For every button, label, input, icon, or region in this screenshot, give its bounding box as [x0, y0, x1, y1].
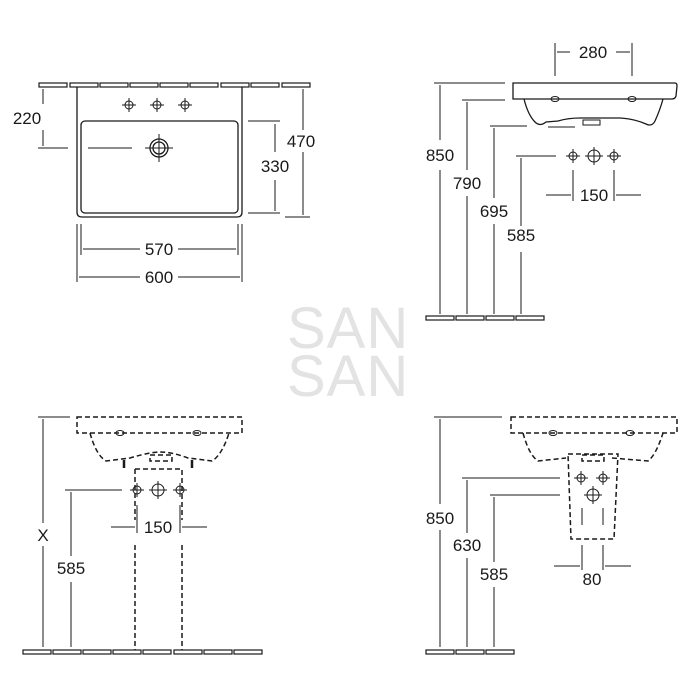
watermark-line-1: SAN: [287, 296, 409, 361]
dim-overflow-spacing: 280: [579, 43, 607, 62]
dim-supply-spacing: 80: [583, 570, 602, 589]
drain-icon: [145, 134, 173, 162]
supply-holes: [574, 471, 610, 504]
top-view: 220 330 470 570 600: [13, 82, 315, 287]
watermark-line-2: SAN: [287, 344, 409, 409]
floor-tiles: [22, 649, 263, 655]
dim-overall-width: 600: [145, 268, 173, 287]
dim-waste-height: 630: [453, 536, 481, 555]
floor-tiles: [425, 649, 515, 655]
dim-trap-height: 695: [480, 202, 508, 221]
side-view: 280 150 850 790 695 585: [425, 43, 678, 321]
dim-overall-depth: 470: [287, 132, 315, 151]
dim-underside-height: 790: [453, 174, 481, 193]
dim-supply-height: 585: [507, 226, 535, 245]
supply-holes: [130, 481, 187, 499]
dim-bowl-width: 570: [145, 240, 173, 259]
wall-tiles: [38, 82, 311, 88]
dim-supply-height: 585: [480, 565, 508, 584]
dim-rim-height: 850: [426, 509, 454, 528]
basin-rim-profile: [512, 82, 678, 100]
semi-pedestal-view: 80 850 630 585: [425, 416, 678, 655]
dim-tap-hole-offset: 220: [13, 109, 41, 128]
dim-supply-height: 585: [57, 559, 85, 578]
dim-rim-height: 850: [426, 146, 454, 165]
dim-rim-height: X: [37, 526, 48, 545]
pedestal-view: 150 X 585: [22, 416, 263, 655]
tap-holes: [122, 98, 192, 112]
basin-outline: [76, 87, 243, 218]
dim-bowl-depth: 330: [261, 157, 289, 176]
supply-holes: [566, 147, 621, 165]
floor-tiles: [425, 315, 545, 321]
dim-supply-spacing: 150: [144, 518, 172, 537]
dim-supply-spacing: 150: [580, 186, 608, 205]
bowl-outline: [80, 120, 239, 214]
watermark: SAN SAN: [287, 296, 409, 409]
